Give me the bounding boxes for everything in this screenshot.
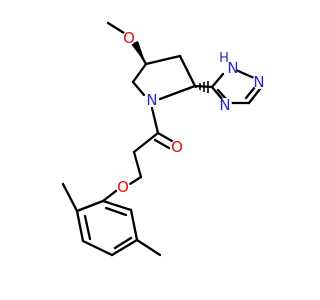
atom-o-methoxy: O: [122, 29, 136, 47]
bond-c5-c4: [131, 62, 148, 84]
atom-o-ether-label: O: [117, 178, 129, 196]
stereo-hash-triazole: [195, 81, 209, 93]
bond-ar2-ar3: [75, 209, 85, 243]
atom-h-triazole-label: H: [219, 51, 229, 66]
bond-ar-inner-2: [113, 236, 133, 250]
bond-tz-double-2: [216, 88, 228, 101]
atom-n-pyrrolidine-label: N: [146, 91, 157, 109]
molecule-structure: O N O O H N N N: [61, 21, 266, 257]
atom-o-carbonyl: O: [170, 138, 184, 156]
atom-n1-triazole-label: N: [227, 59, 238, 77]
bond-o-aryl: [101, 189, 118, 203]
bond-ar-inner-3: [104, 206, 128, 217]
stereo-wedge-methoxy: [131, 41, 146, 64]
atom-n-pyrrolidine: N: [145, 91, 159, 109]
atom-o-ether: O: [116, 178, 130, 196]
atom-o-carbonyl-label: O: [171, 138, 183, 156]
atom-o-methoxy-label: O: [123, 29, 135, 47]
bond-ar6-ar1: [101, 199, 133, 212]
bond-carbonyl-o-2: [153, 138, 171, 150]
atom-n2-triazole: N: [252, 73, 266, 91]
bond-ch2-ch2: [132, 150, 143, 179]
bond-n1-c5: [131, 80, 146, 97]
bond-carbonyl-o-1: [156, 131, 174, 143]
bond-ch2-o: [128, 175, 143, 186]
atom-n2-triazole-label: N: [253, 73, 264, 91]
atom-labels: O N O O H N N N: [116, 29, 266, 196]
bond-ar4-ar5: [110, 238, 139, 257]
bond-ar3-ar4: [81, 239, 114, 257]
atom-nh-triazole: H N: [219, 51, 239, 77]
bond-tz-n1-n2: [234, 68, 256, 80]
bond-tz-double-1: [244, 85, 257, 100]
bond-methyl-ar2: [61, 182, 79, 213]
bond-carbonyl-ch2: [132, 131, 160, 154]
bond-c3-c2: [178, 54, 197, 88]
bond-methyl-o: [106, 21, 126, 35]
bond-ar5-ar6: [129, 208, 139, 242]
bond-tz-c5-n1: [210, 72, 225, 89]
bond-c4-c3: [144, 54, 182, 66]
bond-tz-n2-c3: [247, 87, 262, 105]
atom-n4-triazole: N: [218, 96, 232, 114]
bonds: [61, 21, 262, 257]
bond-methyl-ar5: [135, 238, 162, 257]
bond-ar-inner-1: [83, 214, 92, 241]
bond-ar1-ar2: [75, 199, 105, 213]
bond-n1-carbonyl: [150, 106, 160, 135]
atom-n4-triazole-label: N: [219, 96, 230, 114]
bond-tz-n4-c5: [210, 85, 224, 101]
bond-c2-n1: [158, 84, 197, 101]
